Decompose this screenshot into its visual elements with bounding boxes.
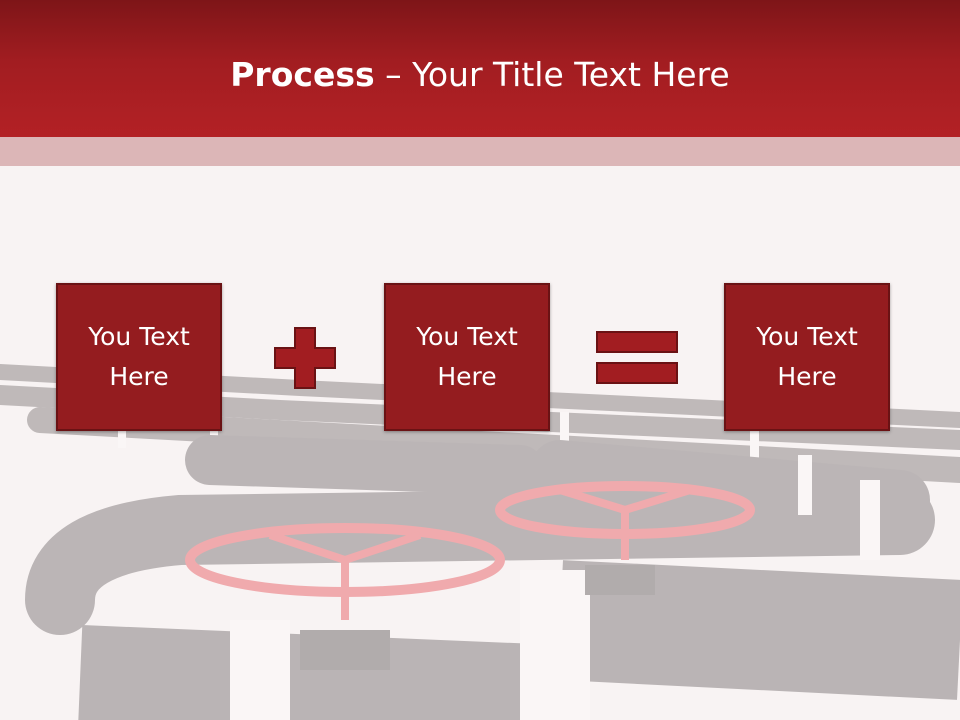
process-box-3: You Text Here <box>724 283 890 431</box>
pipeline-illustration <box>0 364 960 720</box>
plus-icon <box>274 327 336 389</box>
equals-icon <box>596 331 678 384</box>
slide-title: Process – Your Title Text Here <box>0 52 960 98</box>
title-rest: – Your Title Text Here <box>374 55 730 94</box>
header-bar <box>0 0 960 137</box>
title-bold: Process <box>230 55 375 94</box>
process-box-1-text: You Text Here <box>88 322 190 391</box>
process-box-2: You Text Here <box>384 283 550 431</box>
process-box-3-text: You Text Here <box>756 322 858 391</box>
process-box-2-text: You Text Here <box>416 322 518 391</box>
header-band <box>0 137 960 166</box>
process-box-1: You Text Here <box>56 283 222 431</box>
